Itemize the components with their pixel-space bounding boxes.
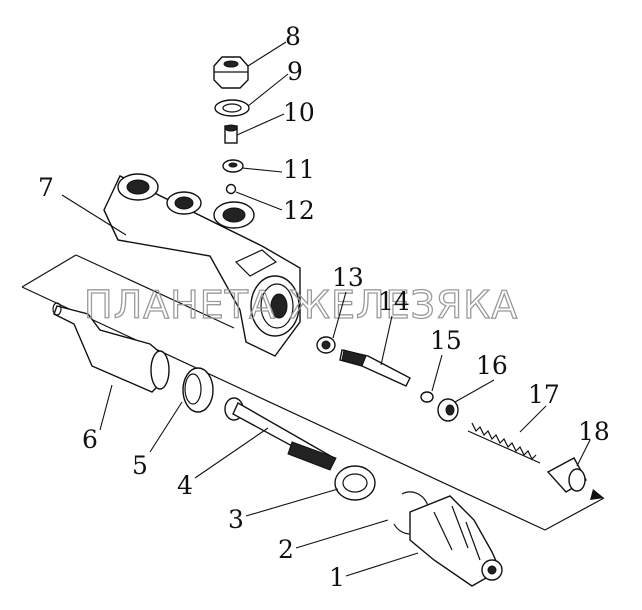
callout-18: 18 [578,417,610,446]
callout-1: 1 [329,563,345,592]
dust-cover-part [52,302,170,393]
callout-10: 10 [283,98,315,127]
washer-part [334,465,376,501]
seat-part [222,159,244,173]
callout-11: 11 [283,155,315,184]
valve-fitting-part [224,124,238,144]
boot-part [409,495,503,587]
callout-4: 4 [177,471,193,500]
pushrod-part [224,397,337,471]
callout-8: 8 [285,22,301,51]
callout-6: 6 [82,425,98,454]
callout-2: 2 [278,535,294,564]
callout-15: 15 [430,326,462,355]
small-ring-part [420,391,434,403]
arrow-head-icon [590,489,604,500]
spring-seat-part [437,398,459,422]
callout-13: 13 [332,263,364,292]
callout-9: 9 [287,57,303,86]
callout-12: 12 [283,196,315,225]
housing-part [103,173,301,357]
watermark-text: ПЛАНЕТА ЖЕЛЕЗЯКА [84,283,518,327]
gasket-part [214,99,250,117]
piston-part [339,349,411,387]
leader-lines [61,41,591,577]
callout-5: 5 [132,451,148,480]
spring-part [467,422,541,464]
cap-part [546,457,587,493]
callout-numbers: 8 9 10 11 12 7 13 14 15 16 17 18 6 5 4 3… [38,22,610,592]
callout-17: 17 [528,380,560,409]
callout-3: 3 [228,505,244,534]
plug-nut-part [213,56,249,89]
callout-7: 7 [38,173,54,202]
seal-ring-part [182,367,214,413]
callout-16: 16 [476,351,508,380]
callout-14: 14 [378,287,410,316]
ball-part [225,183,237,195]
